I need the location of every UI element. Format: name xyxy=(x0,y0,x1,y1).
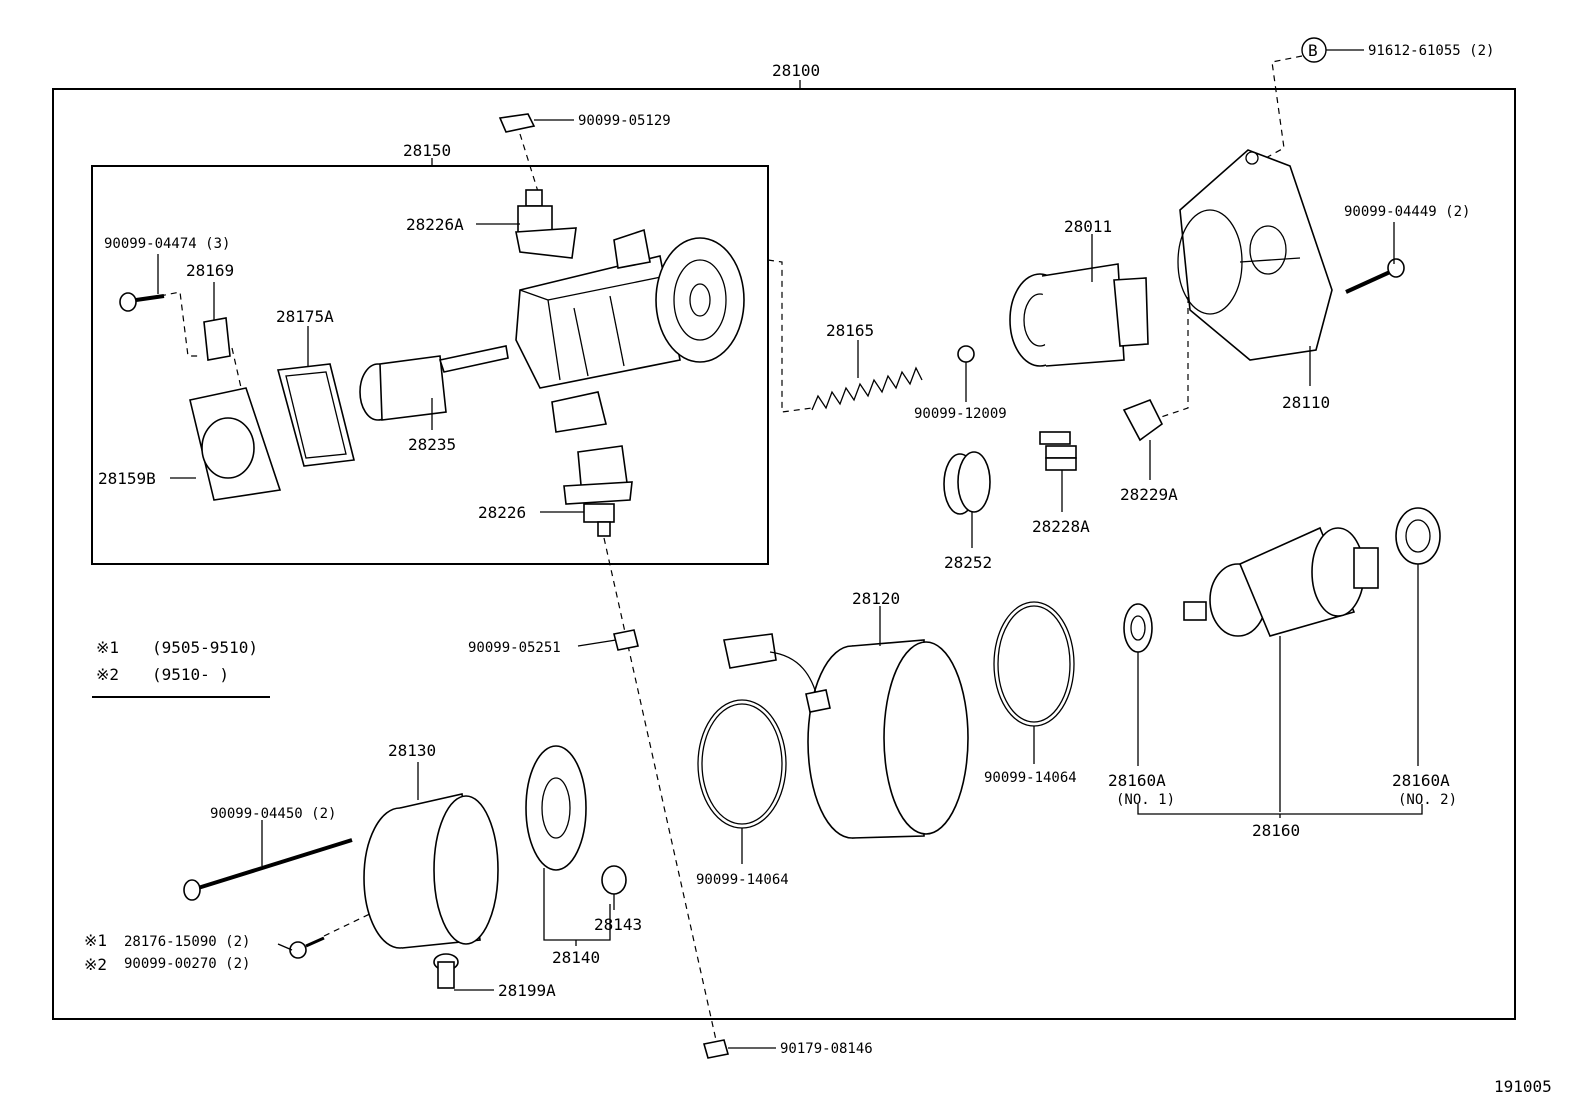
label-90099-05129: 90099-05129 xyxy=(578,113,671,129)
label-90099-04450: 90099-04450 (2) xyxy=(210,806,336,822)
part-gear-28252 xyxy=(943,451,991,515)
label-90099-04449: 90099-04449 (2) xyxy=(1344,204,1470,220)
label-28229A: 28229A xyxy=(1120,485,1178,504)
part-bolt-90099-04474 xyxy=(119,292,165,312)
label-28160: 28160 xyxy=(1252,821,1300,840)
part-contact-28226 xyxy=(563,445,633,537)
diagram-code: 191005 xyxy=(1494,1077,1552,1096)
label-28165: 28165 xyxy=(826,321,874,340)
label-28130: 28130 xyxy=(388,741,436,760)
legend-mark-2: ※2 xyxy=(96,665,119,684)
legend-mark-2-ref: ※2 xyxy=(84,955,107,974)
label-28120: 28120 xyxy=(852,589,900,608)
part-retainer-28229A xyxy=(1122,398,1164,442)
legend-mark-1-ref: ※1 xyxy=(84,931,107,950)
part-solenoid-housing xyxy=(515,228,745,433)
label-28160A-no2-sub: (NO. 2) xyxy=(1398,792,1457,808)
part-plunger-28235 xyxy=(359,345,509,421)
label-90099-05251: 90099-05251 xyxy=(468,640,561,656)
ref-b: B 91612-61055 (2) xyxy=(1261,37,1494,161)
part-brush-holder-28140 xyxy=(525,745,587,871)
part-28199A xyxy=(433,953,459,989)
label-90099-00270: 90099-00270 (2) xyxy=(124,956,250,972)
assembly-28150-frame xyxy=(91,165,769,565)
part-end-frame-28130 xyxy=(363,793,499,949)
part-oring-left xyxy=(697,699,787,829)
label-28140: 28140 xyxy=(552,948,600,967)
part-armature-28160 xyxy=(1183,526,1379,637)
label-28226: 28226 xyxy=(478,503,526,522)
part-oring-right xyxy=(993,601,1075,727)
part-cap-nut-bottom xyxy=(702,1039,730,1059)
label-28160A-no2: 28160A xyxy=(1392,771,1450,790)
part-gasket-28175A xyxy=(276,363,355,467)
label-90099-14064-left: 90099-14064 xyxy=(696,872,789,888)
part-bolt-90099-04449 xyxy=(1345,258,1405,294)
part-housing-28110 xyxy=(1177,149,1333,361)
label-28235: 28235 xyxy=(408,435,456,454)
label-91612-61055: 91612-61055 (2) xyxy=(1368,43,1494,59)
legend-mark-1: ※1 xyxy=(96,638,119,657)
label-28143: 28143 xyxy=(594,915,642,934)
label-28199A: 28199A xyxy=(498,981,556,1000)
part-bearing-no1 xyxy=(1123,603,1153,653)
label-90099-14064-right: 90099-14064 xyxy=(984,770,1077,786)
ref-b-circle-letter: B xyxy=(1308,41,1318,60)
label-28159B: 28159B xyxy=(98,469,156,488)
label-28176-15090: 28176-15090 (2) xyxy=(124,934,250,950)
part-contact-28226A xyxy=(515,189,577,259)
label-28160A-no1: 28160A xyxy=(1108,771,1166,790)
label-28160A-no1-sub: (NO. 1) xyxy=(1116,792,1175,808)
part-cap-nut-mid xyxy=(613,629,639,651)
legend-range-2: (9510- ) xyxy=(152,665,229,684)
part-clutch-28011 xyxy=(1009,263,1149,367)
label-90099-12009: 90099-12009 xyxy=(914,406,1007,422)
label-28110: 28110 xyxy=(1282,393,1330,412)
assembly-28100-frame xyxy=(52,88,1516,1020)
part-brush-28143 xyxy=(601,865,627,895)
legend-range-1: (9505-9510) xyxy=(152,638,258,657)
legend: ※1 (9505-9510) ※2 (9510- ) xyxy=(92,638,270,698)
part-spring-28165 xyxy=(811,366,923,411)
label-28169: 28169 xyxy=(186,261,234,280)
part-cover-28159B xyxy=(189,387,282,501)
label-28175A: 28175A xyxy=(276,307,334,326)
label-28228A: 28228A xyxy=(1032,517,1090,536)
label-28100: 28100 xyxy=(772,61,820,80)
part-rollers-28228A xyxy=(1039,431,1077,471)
label-28252: 28252 xyxy=(944,553,992,572)
part-yoke-28120 xyxy=(723,633,969,839)
part-ball-90099-12009 xyxy=(957,345,975,363)
part-through-bolt xyxy=(183,838,353,901)
label-28226A: 28226A xyxy=(406,215,464,234)
part-cap-nut-top xyxy=(498,113,536,133)
label-28150: 28150 xyxy=(403,141,451,160)
part-screw xyxy=(289,936,325,959)
label-90179-08146: 90179-08146 xyxy=(780,1041,873,1057)
part-bearing-no2 xyxy=(1395,507,1441,565)
part-clip-28169 xyxy=(203,317,231,361)
label-90099-04474: 90099-04474 (3) xyxy=(104,236,230,252)
label-28011: 28011 xyxy=(1064,217,1112,236)
